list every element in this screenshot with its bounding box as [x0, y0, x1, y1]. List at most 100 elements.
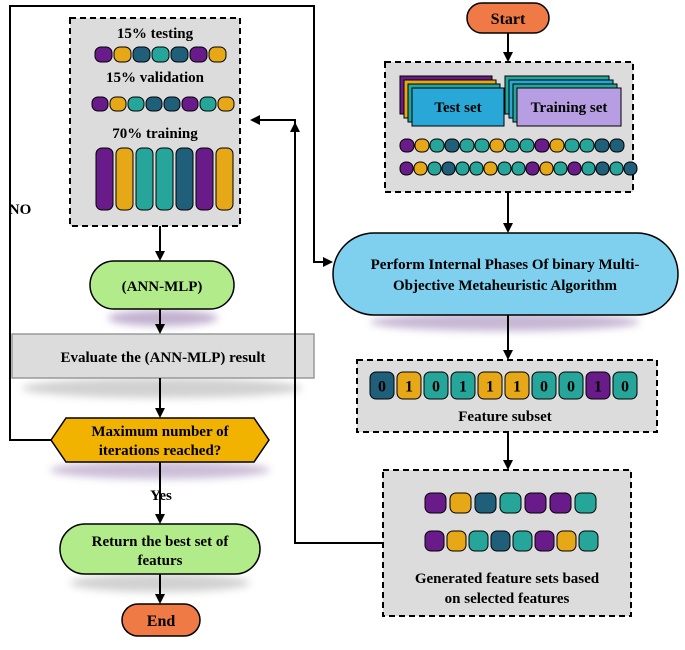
feature-bit-cell [558, 371, 584, 400]
dataset-sample [519, 138, 535, 153]
algorithm-label-line1: Perform Internal Phases Of binary Multi- [371, 257, 640, 273]
edge-no-loop [9, 5, 333, 441]
split-training-label: 70% training [112, 126, 198, 142]
dataset-sample [549, 138, 565, 153]
algorithm-label-line2: Objective Metaheuristic Algorithm [393, 278, 618, 294]
feature-bit-cell [450, 371, 476, 400]
feature-bit-cell [423, 371, 449, 400]
generated-feature-cell [524, 492, 547, 514]
dataset-sample [579, 138, 595, 153]
generated-feature-cell [549, 492, 572, 514]
feature-bit-cell [477, 371, 503, 400]
feature-bit-cell [585, 371, 611, 400]
dataset-sample [581, 161, 596, 176]
generated-feature-cell [474, 492, 497, 514]
testing-sample [132, 46, 151, 63]
training-sample-bar [135, 147, 154, 211]
validation-sample [163, 96, 181, 112]
dataset-sample [594, 138, 610, 153]
decision-max-iterations [50, 417, 270, 463]
feature-bit: 0 [432, 379, 440, 396]
feature-bit-cell [369, 371, 395, 400]
decision-label-line2: iterations reached? [99, 443, 222, 459]
dataset-sample [511, 161, 526, 176]
validation-sample [217, 96, 235, 112]
dataset-sample [595, 161, 610, 176]
feature-bit-cell [531, 371, 557, 400]
training-sample-bar [215, 147, 234, 211]
validation-sample [91, 96, 109, 112]
dataset-sample-row-2 [399, 161, 638, 176]
dataset-sample [399, 138, 415, 153]
dataset-sample [414, 138, 430, 153]
dataset-sample [413, 161, 428, 176]
generated-feature-cell [490, 530, 511, 552]
feature-bit-cell [396, 371, 422, 400]
dataset-sample [474, 138, 490, 153]
split-testing-label: 15% testing [117, 26, 194, 42]
generated-feature-cell [534, 530, 555, 552]
feature-bit: 0 [378, 379, 386, 396]
edge-generated-to-split [250, 115, 383, 544]
feature-subset-label: Feature subset [458, 409, 551, 425]
generated-feature-cell [468, 530, 489, 552]
evaluate-box [11, 333, 315, 379]
generated-label-line1: Generated feature sets based [415, 571, 600, 587]
validation-sample [127, 96, 145, 112]
training-sample-bar [115, 147, 134, 211]
training-sample-bar [95, 147, 114, 211]
generated-set-row-2 [424, 530, 599, 552]
validation-sample [181, 96, 199, 112]
dataset-sample [444, 138, 460, 153]
generated-feature-cell [578, 530, 599, 552]
dataset-sample [567, 161, 582, 176]
dataset-sample [483, 161, 498, 176]
validation-sample [109, 96, 127, 112]
test-set-stack: Test set [399, 75, 505, 127]
training-set-stack: Training set [504, 75, 622, 127]
training-sample-bars [95, 147, 234, 211]
return-best-line1: Return the best set of [92, 534, 230, 550]
end-node [121, 603, 201, 637]
feature-bit: 1 [486, 379, 494, 396]
test-set-label: Test set [434, 100, 481, 116]
generated-feature-cell [424, 492, 447, 514]
training-sample-bar [195, 147, 214, 211]
generated-feature-cell [424, 530, 445, 552]
validation-sample [145, 96, 163, 112]
decision-label-line1: Maximum number of [91, 424, 229, 440]
feature-bit: 0 [540, 379, 548, 396]
start-label: Start [491, 11, 526, 28]
connectors [9, 5, 513, 604]
end-label: End [147, 613, 176, 630]
dataset-sample [564, 138, 580, 153]
ann-mlp-node [89, 260, 235, 310]
dataset-sample [553, 161, 568, 176]
dataset-sample [609, 161, 624, 176]
generated-set-row-1 [424, 492, 597, 514]
feature-bit: 1 [594, 379, 602, 396]
evaluate-label: Evaluate the (ANN-MLP) result [60, 350, 265, 366]
validation-sample [199, 96, 217, 112]
return-best-line2: featurs [138, 553, 183, 569]
dataset-sample [539, 161, 554, 176]
feature-bit: 1 [405, 379, 413, 396]
dataset-sample [429, 138, 445, 153]
dataset-sample [534, 138, 550, 153]
training-sample-bar [175, 147, 194, 211]
no-edge-label: NO [9, 202, 32, 218]
dataset-sample [504, 138, 520, 153]
dataset-sample [427, 161, 442, 176]
generated-feature-cell [556, 530, 577, 552]
feature-bit: 0 [621, 379, 629, 396]
feature-bit-cell [612, 371, 638, 400]
training-set-label: Training set [531, 100, 608, 116]
feature-bit: 1 [513, 379, 521, 396]
dataset-sample [489, 138, 505, 153]
dataset-sample [399, 161, 414, 176]
dataset-sample [441, 161, 456, 176]
training-sample-bar [155, 147, 174, 211]
dataset-sample [497, 161, 512, 176]
